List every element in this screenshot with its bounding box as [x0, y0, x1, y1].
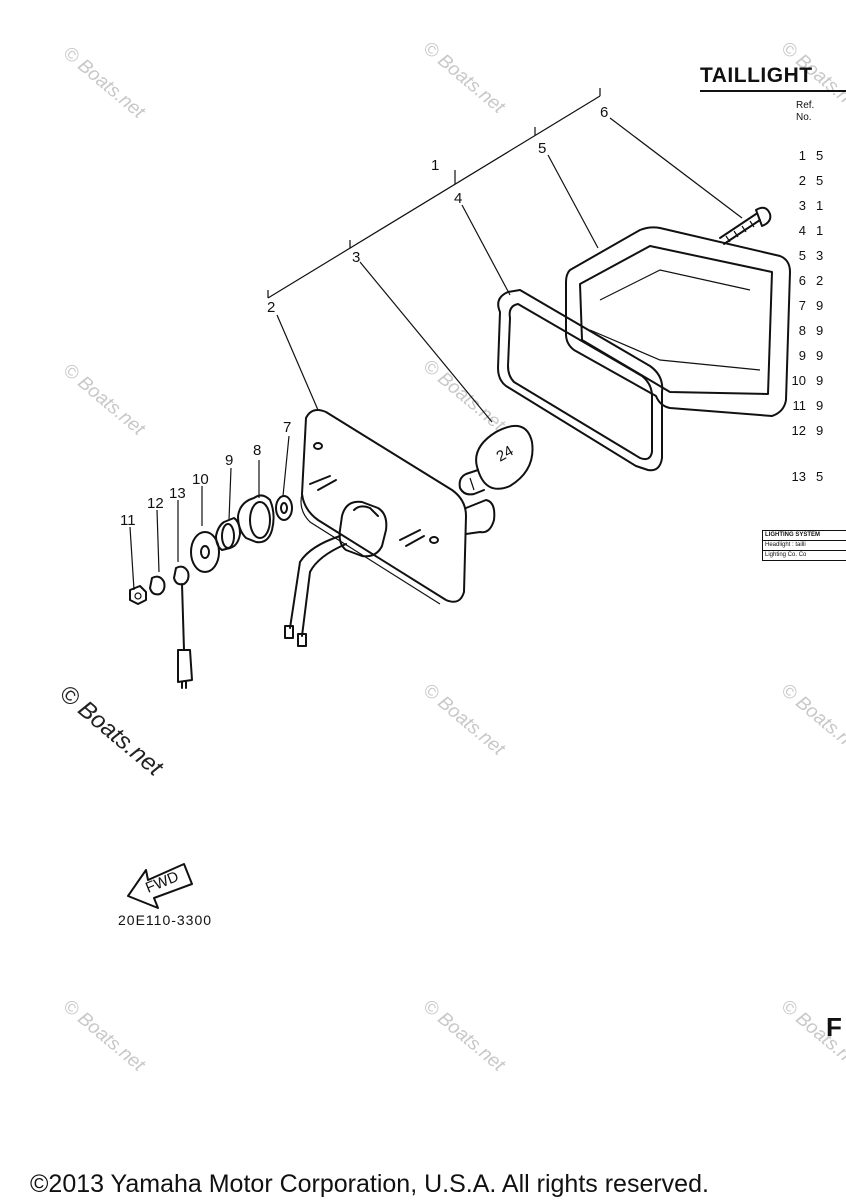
ref-row: 12 9 — [786, 423, 824, 438]
ref-number: 8 — [798, 323, 806, 338]
lens-gasket — [497, 289, 664, 472]
part-code-fragment: 9 — [816, 348, 824, 363]
callout-7: 7 — [283, 419, 291, 436]
ref-table-header: Ref. No. — [796, 100, 814, 124]
part-code-fragment: 9 — [816, 398, 824, 413]
watermark-text: © Boats.net — [777, 680, 846, 761]
lighting-table-row: Headlight : tailli — [763, 541, 846, 551]
callout-5: 5 — [538, 140, 546, 157]
callout-12: 12 — [147, 495, 164, 512]
page-title: TAILLIGHT — [700, 64, 813, 87]
ref-number: 1 — [798, 148, 806, 163]
assembly-bracket — [267, 88, 601, 299]
callouts: 1 2 3 4 5 6 7 8 9 10 11 12 13 — [120, 104, 608, 529]
part-code-fragment: 2 — [816, 273, 824, 288]
ref-header-label: Ref. — [796, 100, 815, 111]
ref-number: 10 — [791, 373, 806, 388]
watermark-text-dark: © Boats.net — [54, 680, 169, 782]
callout-10: 10 — [192, 471, 209, 488]
lighting-table-header: LIGHTING SYSTEM — [763, 531, 846, 541]
copyright-footer: ©2013 Yamaha Motor Corporation, U.S.A. A… — [30, 1170, 709, 1198]
callout-13: 13 — [169, 485, 186, 502]
part-code-fragment: 5 — [816, 469, 824, 484]
ref-number: 3 — [798, 198, 806, 213]
ref-number: 4 — [798, 223, 806, 238]
part-code-fragment: 9 — [816, 298, 824, 313]
callout-11: 11 — [120, 512, 136, 529]
callout-1: 1 — [431, 157, 439, 174]
watermark-text: © Boats.net — [59, 360, 149, 441]
watermark-text: © Boats.net — [419, 38, 509, 119]
part-code-fragment: 3 — [816, 248, 824, 263]
ref-number: 11 — [792, 398, 807, 413]
bulb-marking: 24 — [494, 442, 517, 465]
fwd-arrow-icon: FWD — [127, 863, 193, 909]
callout-8: 8 — [253, 442, 261, 459]
title-underline — [700, 90, 846, 92]
part-code-fragment: 1 — [816, 223, 824, 238]
lighting-table-row: Lighting Co. Co — [765, 552, 807, 558]
watermark-text: © Boats.net — [419, 356, 509, 437]
callout-3: 3 — [352, 249, 360, 266]
ref-row: 10 9 — [786, 373, 824, 388]
ref-number: 13 — [791, 469, 806, 484]
ref-number: 5 — [798, 248, 806, 263]
part-code-fragment: 1 — [816, 198, 824, 213]
watermark-text: © Boats.net — [59, 43, 149, 124]
ref-number: 12 — [791, 423, 806, 438]
part-code-fragment: 5 — [816, 148, 824, 163]
callout-6: 6 — [600, 104, 608, 121]
ref-number: 7 — [798, 298, 806, 313]
ref-number: 2 — [798, 173, 806, 188]
part-code-fragment: 9 — [816, 323, 824, 338]
taillight-lens-housing — [565, 226, 791, 417]
bulb: 24 — [458, 424, 534, 496]
small-hardware — [129, 494, 293, 689]
ref-row: 11 9 — [786, 398, 824, 413]
no-header-label: No. — [796, 112, 812, 123]
lighting-system-table: LIGHTING SYSTEM Headlight : tailli Light… — [762, 530, 846, 561]
watermark-text: © Boats.net — [419, 680, 509, 761]
part-code-fragment: 9 — [816, 423, 824, 438]
diagram-code: 20E110-3300 — [118, 912, 213, 928]
watermark-text: © Boats.net — [59, 996, 149, 1077]
leader-lines — [129, 117, 743, 591]
base-plate — [284, 409, 496, 647]
edge-letter: F — [826, 1012, 842, 1042]
mounting-screw — [719, 206, 772, 245]
fwd-label: FWD — [143, 868, 181, 897]
part-code-fragment: 5 — [816, 173, 824, 188]
callout-9: 9 — [225, 452, 233, 469]
callout-2: 2 — [267, 299, 275, 316]
part-code-fragment: 9 — [816, 373, 824, 388]
callout-4: 4 — [454, 190, 462, 207]
ref-number: 6 — [798, 273, 806, 288]
watermark-text: © Boats.net — [419, 996, 509, 1077]
ref-number: 9 — [798, 348, 806, 363]
ref-row: 13 5 — [786, 469, 824, 484]
